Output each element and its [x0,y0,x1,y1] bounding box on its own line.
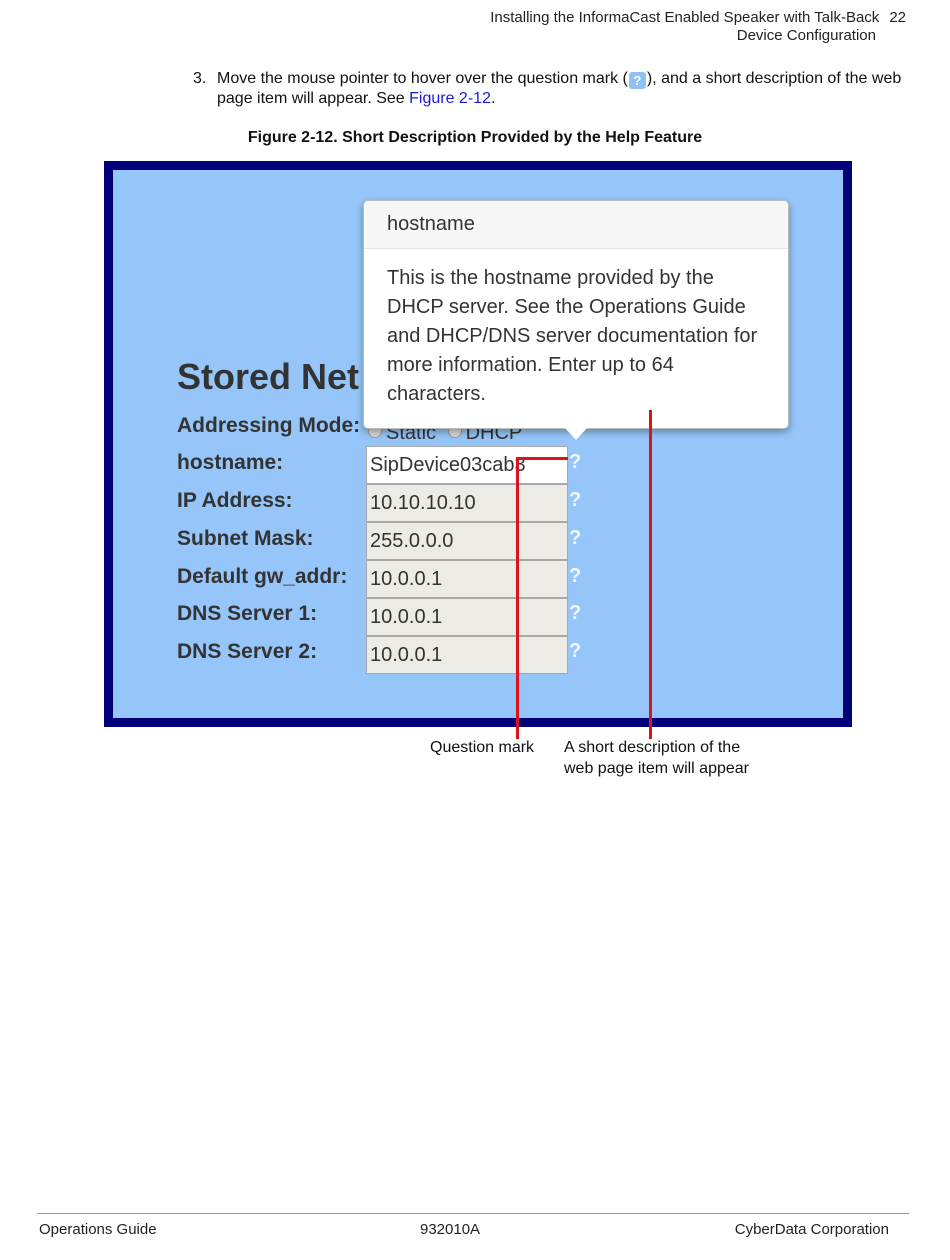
figure-link[interactable]: Figure 2-12 [409,90,491,107]
ip-address-label: IP Address: [177,489,293,512]
dns-server-2-label: DNS Server 2: [177,640,318,663]
help-question-icon[interactable]: ? [569,489,582,511]
dns-server-2-field[interactable]: 10.0.0.1 [366,636,568,674]
default-gateway-label: Default gw_addr: [177,565,348,588]
help-question-icon[interactable]: ? [569,451,582,473]
subnet-mask-label: Subnet Mask: [177,527,314,550]
callout-question-mark: Question mark [430,739,535,756]
callout-description-line: A short description of the [564,739,741,756]
addressing-mode-label: Addressing Mode: [177,414,361,437]
header-title: Installing the InformaCast Enabled Speak… [490,9,880,26]
popover-arrow [564,427,588,440]
hostname-label: hostname: [177,451,284,474]
dns-server-1-label: DNS Server 1: [177,602,318,625]
callout-description: A short description of the web page item… [564,737,749,779]
step-text-end: . [490,90,496,107]
step-number: 3. [193,70,207,87]
question-mark-icon: ? [628,72,646,89]
help-question-icon[interactable]: ? [569,602,582,624]
popover-title: hostname [364,201,788,249]
callout-description-line: web page item will appear [564,760,749,777]
figure-caption: Figure 2-12. Short Description Provided … [247,129,703,146]
step-text-part: Move the mouse pointer to hover over the… [217,70,628,87]
step-text: Move the mouse pointer to hover over the… [217,69,917,109]
help-question-icon[interactable]: ? [569,527,582,549]
footer-left: Operations Guide [39,1221,157,1238]
ip-address-field[interactable]: 10.10.10.10 [366,484,568,522]
page-header: Installing the InformaCast Enabled Speak… [490,9,906,45]
screenshot-figure: Stored Net Addressing Mode: Static DHCP … [104,161,852,727]
subnet-mask-field[interactable]: 255.0.0.0 [366,522,568,560]
footer-right: CyberData Corporation [734,1221,889,1238]
footer-center: 932010A [420,1221,481,1238]
popover-body: This is the hostname provided by the DHC… [387,267,758,405]
hostname-field[interactable]: SipDevice03cab3 [366,446,568,484]
callout-line-description [649,410,652,739]
help-question-icon[interactable]: ? [569,640,582,662]
section-title: Stored Net [177,356,360,397]
dns-server-1-field[interactable]: 10.0.0.1 [366,598,568,636]
help-question-icon[interactable]: ? [569,565,582,587]
callout-line-question-mark [516,457,519,739]
default-gateway-field[interactable]: 10.0.0.1 [366,560,568,598]
page-number: 22 [889,9,906,26]
header-section: Device Configuration [736,27,876,44]
callout-line-horizontal [516,457,568,460]
footer-divider [37,1213,909,1214]
help-popover: hostname This is the hostname provided b… [363,200,789,440]
step-text-part: ), and a short description of the web pa… [217,70,902,107]
